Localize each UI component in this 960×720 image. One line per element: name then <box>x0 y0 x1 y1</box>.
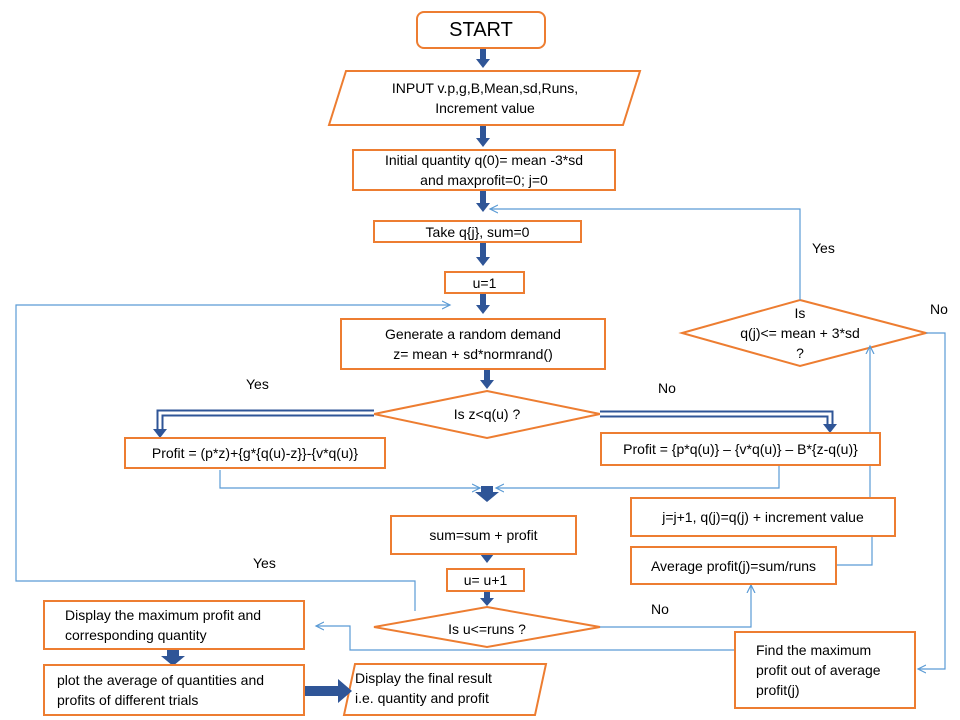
average-profit-node: Average profit(j)=sum/runs <box>630 546 837 585</box>
input-shape <box>327 70 642 126</box>
yes-label-u: Yes <box>253 555 276 571</box>
branch-arrows <box>153 409 837 438</box>
j-increment-node: j=j+1, q(j)=q(j) + increment value <box>630 497 896 537</box>
display-final-shape <box>342 663 548 716</box>
no-label-u: No <box>651 601 669 617</box>
decision-z-shape <box>373 389 601 440</box>
sum-node: sum=sum + profit <box>390 515 577 555</box>
decision-u-text: Is u<=runs ? <box>448 621 526 637</box>
decision-q-text: Is q(j)<= mean + 3*sd ? <box>740 305 860 361</box>
u-init-node: u=1 <box>444 271 525 294</box>
yes-label-q: Yes <box>812 240 835 256</box>
input-text: INPUT v.p,g,B,Mean,sd,Runs, Increment va… <box>391 80 579 116</box>
decision-z-text: Is z<q(u) ? <box>453 406 521 422</box>
yes-label-z: Yes <box>246 376 269 392</box>
start-node: START <box>416 11 546 49</box>
u-increment-node: u= u+1 <box>446 568 525 592</box>
generate-demand-node: Generate a random demand z= mean + sd*no… <box>340 318 606 370</box>
decision-u-shape <box>373 605 601 649</box>
main-flow-arrows <box>161 49 499 703</box>
plot-node: plot the average of quantities and profi… <box>43 664 305 716</box>
no-label-q: No <box>930 301 948 317</box>
take-q-node: Take q{j}, sum=0 <box>373 220 582 243</box>
display-final-text: Display the final result i.e. quantity a… <box>355 670 492 706</box>
profit-yes-node: Profit = (p*z)+{g*{q(u)-z}}-{v*q(u)} <box>124 437 386 469</box>
profit-no-node: Profit = {p*q(u)} – {v*q(u)} – B*{z-q(u)… <box>600 432 881 466</box>
no-label-z: No <box>658 380 676 396</box>
decision-q-shape <box>678 298 930 368</box>
initial-quantity-node: Initial quantity q(0)= mean -3*sd and ma… <box>352 149 616 191</box>
display-maximum-node: Display the maximum profit and correspon… <box>43 600 305 650</box>
find-maximum-node: Find the maximum profit out of average p… <box>734 631 916 709</box>
